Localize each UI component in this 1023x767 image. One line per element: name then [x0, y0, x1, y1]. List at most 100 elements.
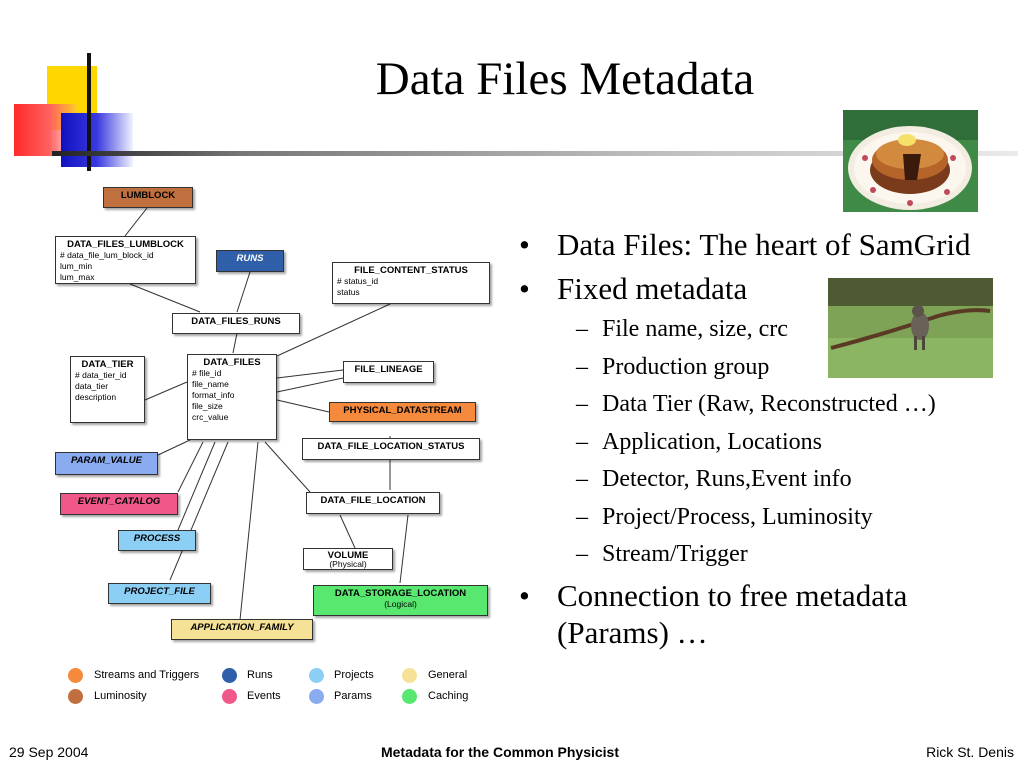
- data-storage-location-entity: DATA_STORAGE_LOCATION (Logical): [313, 585, 488, 616]
- runs-entity: RUNS: [216, 250, 284, 272]
- entity-title: PHYSICAL_DATASTREAM: [343, 405, 462, 416]
- legend-swatch-params: [309, 689, 324, 704]
- entity-field: # file_id: [192, 368, 222, 378]
- legend-label-runs: Runs: [247, 669, 273, 681]
- bullet-text: Fixed metadata: [557, 271, 748, 306]
- entity-title: APPLICATION_FAMILY: [190, 622, 294, 633]
- bullet-free-metadata: • Connection to free metadata (Params) …: [517, 577, 1017, 651]
- footer-date: 29 Sep 2004: [9, 744, 89, 760]
- bullet-marker: •: [519, 227, 530, 262]
- legend-label-streams: Streams and Triggers: [94, 669, 200, 681]
- file-lineage-entity: FILE_LINEAGE: [343, 361, 434, 383]
- sub-bullet-marker: –: [576, 353, 588, 380]
- bullet-list: • Data Files: The heart of SamGrid • Fix…: [517, 226, 1017, 658]
- entity-title: RUNS: [236, 253, 264, 264]
- data-tier-entity: DATA_TIER # data_tier_id data_tier descr…: [70, 356, 145, 423]
- sub-bullet-text: Data Tier (Raw, Reconstructed …): [602, 391, 936, 417]
- decor-vertical-line: [87, 53, 91, 171]
- data-file-location-entity: DATA_FILE_LOCATION: [306, 492, 440, 514]
- sub-bullet: – Production group: [517, 352, 1017, 382]
- entity-field: data_tier: [75, 381, 109, 391]
- entity-field: file_size: [192, 401, 223, 411]
- entity-field: format_info: [192, 390, 235, 400]
- data-files-runs-entity: DATA_FILES_RUNS: [172, 313, 300, 334]
- footer-author: Rick St. Denis: [926, 744, 1014, 760]
- file-content-status-entity: FILE_CONTENT_STATUS # status_id status: [332, 262, 490, 304]
- sub-bullet: – Stream/Trigger: [517, 539, 1017, 569]
- param-value-entity: PARAM_VALUE: [55, 452, 158, 475]
- legend-label-projects: Projects: [334, 669, 374, 681]
- data-files-entity: DATA_FILES # file_id file_name format_in…: [187, 354, 277, 440]
- application-family-entity: APPLICATION_FAMILY: [171, 619, 313, 640]
- sub-bullet-marker: –: [576, 541, 588, 567]
- sub-bullet-text: Application, Locations: [602, 428, 822, 455]
- entity-title: FILE_CONTENT_STATUS: [354, 265, 468, 276]
- legend-label-general: General: [428, 669, 468, 681]
- sub-bullet: – Data Tier (Raw, Reconstructed …): [517, 389, 1017, 419]
- project-file-entity: PROJECT_FILE: [108, 583, 211, 604]
- sub-bullet-text: Detector, Runs,Event info: [602, 466, 852, 492]
- legend-swatch-projects: [309, 668, 324, 683]
- legend-label-events: Events: [247, 690, 281, 702]
- bullet-marker: •: [519, 271, 530, 306]
- bullet-text: Data Files: The heart of SamGrid: [557, 227, 971, 262]
- sub-bullet: – File name, size, crc: [517, 314, 1017, 344]
- volume-entity: VOLUME (Physical): [303, 548, 393, 570]
- entity-field: status: [337, 287, 360, 297]
- legend-swatch-streams: [68, 668, 83, 683]
- physical-datastream-entity: PHYSICAL_DATASTREAM: [329, 402, 476, 422]
- sub-bullet: – Project/Process, Luminosity: [517, 502, 1017, 532]
- legend-label-luminosity: Luminosity: [94, 690, 147, 702]
- entity-title: DATA_FILES: [203, 357, 261, 368]
- sub-bullet: – Application, Locations: [517, 427, 1017, 457]
- er-diagram: LUMBLOCK DATA_FILES_LUMBLOCK # data_file…: [0, 180, 500, 720]
- entity-subtitle: (Logical): [384, 599, 417, 609]
- entity-title: VOLUME: [327, 550, 369, 561]
- sub-bullet-text: Project/Process, Luminosity: [602, 503, 873, 530]
- dog-with-stick-photo: [828, 278, 993, 378]
- process-entity: PROCESS: [118, 530, 196, 551]
- legend-swatch-events: [222, 689, 237, 704]
- sub-bullet-marker: –: [576, 503, 588, 530]
- title-underline: [52, 151, 1018, 156]
- entity-title: DATA_STORAGE_LOCATION: [334, 588, 467, 599]
- entity-field: lum_min: [60, 261, 93, 271]
- sub-bullet-marker: –: [576, 391, 588, 417]
- footer-title: Metadata for the Common Physicist: [380, 744, 620, 760]
- sub-bullet-marker: –: [576, 428, 588, 455]
- entity-title: PROCESS: [133, 533, 181, 544]
- entity-field: crc_value: [192, 412, 229, 422]
- slide-title: Data Files Metadata: [375, 53, 755, 105]
- lumblock-entity: LUMBLOCK: [103, 187, 193, 208]
- legend-label-params: Params: [334, 690, 372, 702]
- sub-bullet: – Detector, Runs,Event info: [517, 464, 1017, 494]
- legend-swatch-caching: [402, 689, 417, 704]
- entity-field: lum_max: [60, 272, 95, 282]
- entity-title: DATA_FILE_LOCATION: [320, 495, 426, 506]
- legend-swatch-luminosity: [68, 689, 83, 704]
- entity-title: FILE_LINEAGE: [354, 364, 423, 375]
- sub-bullet-marker: –: [576, 466, 588, 492]
- entity-field: # data_tier_id: [75, 370, 127, 380]
- entity-title: DATA_TIER: [81, 359, 134, 370]
- pancake-cake-photo: [843, 110, 978, 212]
- diagram-connectors: [124, 207, 409, 621]
- entity-title: PROJECT_FILE: [124, 586, 195, 597]
- entity-title: DATA_FILE_LOCATION_STATUS: [317, 441, 465, 452]
- bullet-fixed-metadata: • Fixed metadata: [517, 270, 1017, 307]
- decor-blue-square: [61, 113, 133, 167]
- bullet-data-files: • Data Files: The heart of SamGrid: [517, 226, 1017, 263]
- entity-title: LUMBLOCK: [120, 190, 176, 201]
- event-catalog-entity: EVENT_CATALOG: [60, 493, 178, 515]
- bullet-marker: •: [519, 577, 530, 613]
- bullet-text: Connection to free metadata (Params) …: [557, 577, 908, 650]
- entity-title: EVENT_CATALOG: [77, 496, 161, 507]
- entity-subtitle: (Physical): [329, 559, 367, 569]
- legend-label-caching: Caching: [428, 690, 469, 702]
- entity-field: # status_id: [337, 276, 379, 286]
- sub-bullet-marker: –: [576, 316, 588, 342]
- sub-bullet-text: File name, size, crc: [602, 316, 788, 342]
- sub-bullet-text: Production group: [602, 353, 770, 380]
- legend-swatch-general: [402, 668, 417, 683]
- entity-title: DATA_FILES_RUNS: [191, 316, 281, 327]
